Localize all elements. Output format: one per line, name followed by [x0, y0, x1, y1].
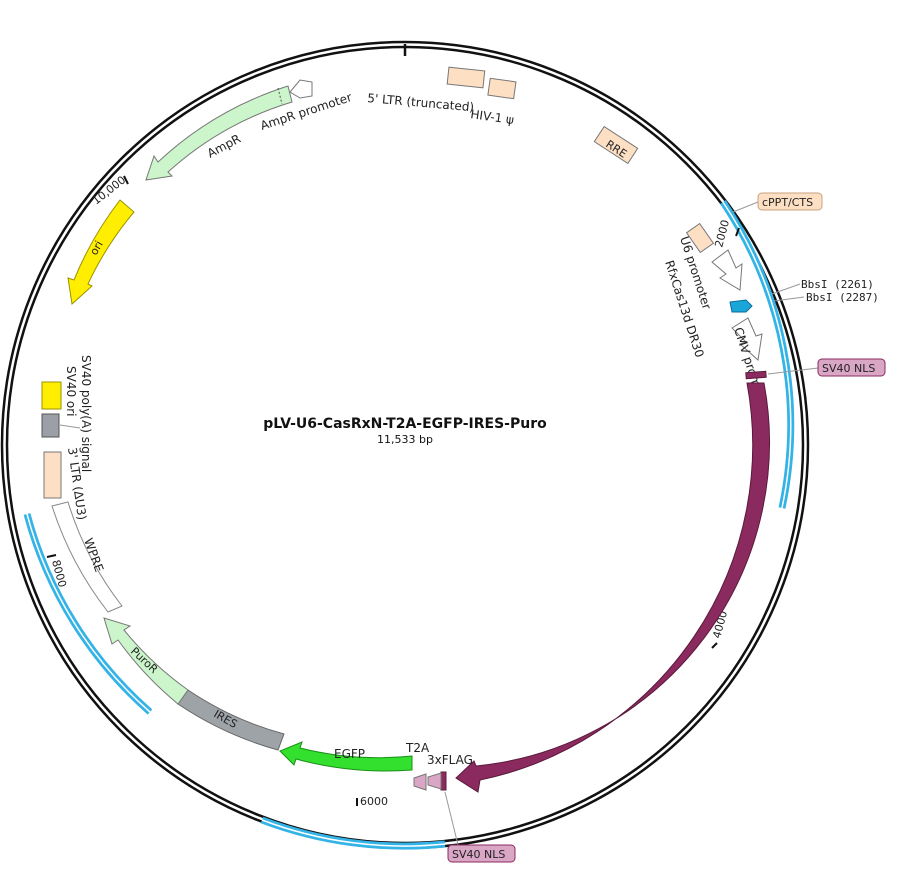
rfxcas13d-feature[interactable] [455, 382, 770, 793]
rre-feature[interactable] [593, 125, 639, 165]
cppt-box[interactable] [757, 192, 823, 211]
sv40polya-feature[interactable] [41, 413, 60, 438]
sv40nls-top-feature[interactable] [745, 370, 767, 380]
selection-band-bottom-inner [261, 819, 446, 847]
bbsi-1-label[interactable]: BbsI (2261) [801, 278, 874, 291]
u6-promoter-arrow[interactable] [711, 249, 743, 291]
tick-2000 [735, 227, 740, 237]
sv40ori-label: SV40 ori [64, 366, 78, 417]
wpre-feature[interactable] [51, 501, 123, 613]
sv40nls-bottom-feature[interactable] [440, 771, 447, 791]
ampr-promoter-arrow[interactable] [289, 79, 313, 99]
bbsi-2-label[interactable]: BbsI (2287) [806, 291, 879, 304]
sv40polya-leader [59, 424, 81, 429]
sv40nls-top-leader [767, 367, 819, 375]
sv40nls-bottom-leader [444, 791, 459, 846]
ltr5-label: 5' LTR (truncated) [367, 91, 475, 114]
tick-10000 [123, 175, 129, 185]
ltr3-feature[interactable] [43, 451, 62, 499]
egfp-feature[interactable] [279, 741, 413, 772]
ampr-cleavage-dots [277, 87, 283, 105]
t2a-feature[interactable] [413, 773, 427, 791]
tick-4000 [711, 642, 718, 649]
egfp-label: EGFP [334, 747, 365, 761]
ampr-feature[interactable] [145, 85, 293, 181]
dr30-feature[interactable] [729, 299, 753, 313]
flag-feature[interactable] [427, 772, 442, 790]
ori-label: ori [87, 239, 105, 258]
sv40ori-feature[interactable] [41, 381, 62, 410]
bbsi-1-leader [771, 283, 801, 295]
hiv-psi-label: HIV-1 ψ [470, 107, 515, 127]
sv40nls-top-label: SV40 NLS [822, 362, 875, 375]
ltr5-feature[interactable] [446, 66, 486, 89]
tick-8000 [46, 554, 57, 558]
puror-feature[interactable] [103, 617, 189, 705]
cmv-promoter-arrow[interactable] [731, 317, 763, 361]
cppt-leader [732, 201, 759, 213]
selection-band-left-inner [26, 513, 151, 713]
sv40polya-label: SV40 poly(A) signal [79, 355, 93, 472]
tick-label-2000: 2000 [712, 218, 732, 248]
sv40nls-top-box[interactable] [817, 358, 886, 377]
bbsi-2-leader [773, 296, 805, 302]
sv40nls-bottom-label: SV40 NLS [452, 848, 505, 861]
plasmid-title: pLV-U6-CasRxN-T2A-EGFP-IRES-Puro [263, 416, 547, 432]
flag-label: 3xFLAG [427, 753, 473, 767]
sv40nls-bottom-box[interactable] [447, 844, 516, 863]
ori-feature[interactable] [67, 199, 135, 305]
cppt-label: cPPT/CTS [762, 196, 813, 209]
t2a-label: T2A [405, 741, 430, 755]
tick-label-6000: 6000 [360, 795, 388, 808]
selection-band-right-inner [722, 201, 792, 509]
u6-box[interactable] [685, 222, 715, 254]
plasmid-size: 11,533 bp [377, 433, 433, 446]
hiv-psi-feature[interactable] [487, 77, 517, 100]
